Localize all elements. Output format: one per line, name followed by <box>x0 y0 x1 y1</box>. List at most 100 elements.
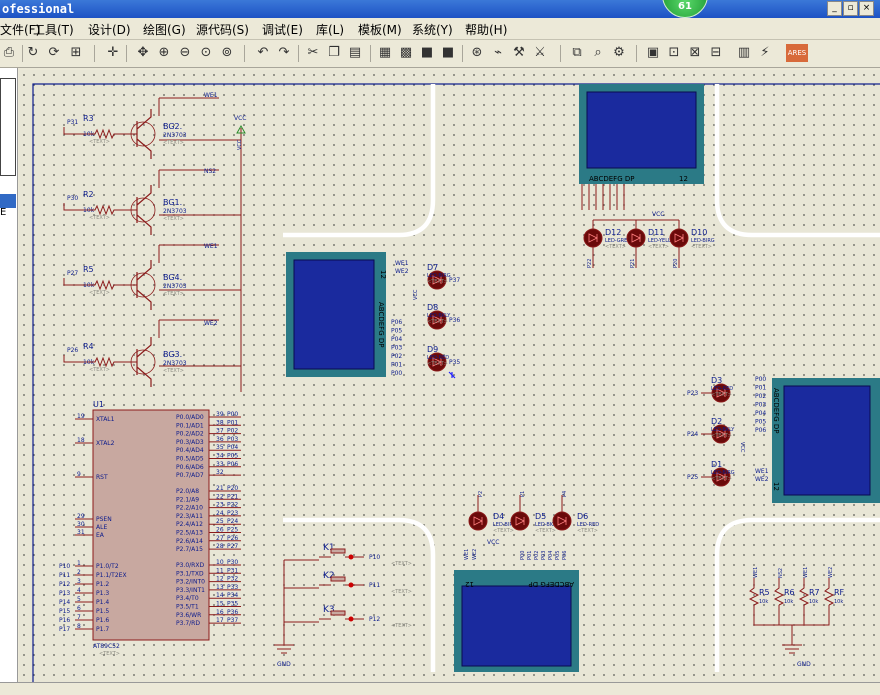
make-device-icon[interactable]: ⌁ <box>494 45 502 60</box>
net-label-P37: P37 <box>227 617 238 624</box>
mcu-pin-name: P2.0/A8 <box>176 488 199 495</box>
undo-icon[interactable]: ↶ <box>257 45 269 60</box>
search-icon[interactable]: ⌕ <box>594 45 602 60</box>
transistor-ref: BG1. <box>163 198 182 207</box>
zoom-area-icon[interactable]: ⊚ <box>221 45 233 60</box>
block-delete-icon[interactable]: ■ <box>441 45 455 60</box>
mcu-pin-num: 8 <box>77 623 81 630</box>
exit-parent-icon[interactable]: ⊟ <box>710 45 722 60</box>
pan-icon[interactable]: ✥ <box>137 45 149 60</box>
report-icon[interactable]: ▥ <box>737 45 751 60</box>
restore-button[interactable]: ▫ <box>843 1 858 16</box>
decompose-icon[interactable]: ⚔ <box>534 45 546 60</box>
net-label-P01: P01 <box>527 551 533 560</box>
new-sheet-icon[interactable]: ⊡ <box>668 45 680 60</box>
pullup-value: 10k <box>784 599 793 605</box>
menu-library[interactable]: 库(L) <box>316 23 345 37</box>
netlist-icon[interactable]: ⧉ <box>572 45 582 60</box>
refresh-icon[interactable]: ⟳ <box>48 45 60 60</box>
menu-template[interactable]: 模板(M) <box>358 23 402 37</box>
block-copy-icon[interactable]: ▦ <box>378 45 392 60</box>
led-diode-mark <box>716 429 726 439</box>
badge-counter[interactable]: 61 <box>662 0 708 18</box>
transistor-part: 2N3703 <box>163 360 187 367</box>
print-icon[interactable]: ⎙ <box>3 45 15 60</box>
led-diode-mark <box>515 516 525 526</box>
net-label-P03: P03 <box>391 345 402 352</box>
vcc-label-bottom: VCC <box>487 539 499 546</box>
origin-icon[interactable]: ✛ <box>107 45 119 60</box>
grid-icon[interactable]: ⊞ <box>70 45 82 60</box>
net-label-WE1: WE1 <box>204 243 218 250</box>
led-bottom-D6 <box>552 511 572 531</box>
left-panel: E <box>0 68 18 695</box>
net-label-P01: P01 <box>227 419 238 426</box>
transistor-outline <box>130 272 156 298</box>
led-top-D12 <box>583 228 603 248</box>
close-button[interactable]: × <box>859 1 874 16</box>
paste-icon[interactable]: ▤ <box>348 45 362 60</box>
bom-icon[interactable]: ▣ <box>646 45 660 60</box>
display-left <box>286 252 386 377</box>
device-list-selection[interactable] <box>0 194 16 208</box>
net-label-P24: P24 <box>687 431 698 438</box>
redo-icon[interactable]: ↷ <box>278 45 290 60</box>
minimize-button[interactable]: _ <box>827 1 842 16</box>
pick-device-icon[interactable]: ⊛ <box>471 45 483 60</box>
copy-icon[interactable]: ❐ <box>328 45 340 60</box>
key-contact <box>348 554 354 560</box>
zoom-out-icon[interactable]: ⊖ <box>179 45 191 60</box>
text-placeholder: <TEXT> <box>163 140 184 146</box>
net-label-P00: P00 <box>227 411 238 418</box>
mcu-pin-name: P3.4/T0 <box>176 595 199 602</box>
pullup-value: 10k <box>759 599 768 605</box>
remove-sheet-icon[interactable]: ⊠ <box>689 45 701 60</box>
text-placeholder: <TEXT> <box>648 244 669 250</box>
block-move-icon[interactable]: ▩ <box>399 45 413 60</box>
mcu-pin-num: 39 <box>216 411 224 418</box>
packaging-icon[interactable]: ⚒ <box>513 45 525 60</box>
menu-file[interactable]: 文件(F) <box>0 23 41 37</box>
transistor-part: 2N3703 <box>163 283 187 290</box>
led-type: LED-BIRG <box>711 470 735 476</box>
menu-system[interactable]: 系统(Y) <box>412 23 453 37</box>
undo-page-icon[interactable]: ↻ <box>27 45 39 60</box>
overview-window[interactable] <box>0 78 16 176</box>
device-list-item[interactable]: E <box>0 207 7 218</box>
resistor-symbol <box>89 279 137 291</box>
pullup-resistor-symbol <box>773 578 785 606</box>
menu-help[interactable]: 帮助(H) <box>465 23 508 37</box>
road-bottom-right <box>714 517 880 672</box>
key-cap <box>330 610 346 616</box>
net-label-P11: P11 <box>59 572 70 579</box>
menu-design[interactable]: 设计(D) <box>88 23 131 37</box>
pullup-resistor-symbol <box>823 578 835 606</box>
block-rotate-icon[interactable]: ■ <box>420 45 434 60</box>
menu-tools[interactable]: 工具(T) <box>33 23 74 37</box>
net-label-P05: P05 <box>555 551 561 560</box>
menu-debug[interactable]: 调试(E) <box>262 23 303 37</box>
mcu-pin-name: ALE <box>96 524 107 531</box>
led-diode-mark <box>432 357 442 367</box>
net-label-P4: P4 <box>562 491 568 497</box>
zoom-all-icon[interactable]: ⊙ <box>200 45 212 60</box>
zoom-in-icon[interactable]: ⊕ <box>158 45 170 60</box>
menu-graph[interactable]: 绘图(G) <box>143 23 186 37</box>
led-diode-mark <box>631 233 641 243</box>
led-diode-mark <box>432 275 442 285</box>
menu-source[interactable]: 源代码(S) <box>196 23 249 37</box>
cut-icon[interactable]: ✂ <box>307 45 319 60</box>
mcu-pin-name: P3.2/INT0 <box>176 579 205 586</box>
property-icon[interactable]: ⚙ <box>613 45 625 60</box>
electrical-rule-icon[interactable]: ⚡ <box>760 45 770 60</box>
mcu-pin-name: P2.7/A15 <box>176 546 203 553</box>
pullup-ref: RF <box>834 588 845 597</box>
mcu-pin-num: 11 <box>216 567 224 574</box>
led-type: LED-BIRG <box>493 522 517 528</box>
display-top-segments: ABCDEFG DP <box>589 175 634 183</box>
ares-icon[interactable]: ARES <box>786 44 808 62</box>
led-bottom-D5 <box>510 511 530 531</box>
mcu-pin-num: 19 <box>77 413 85 420</box>
net-label-NS2: NS2 <box>204 168 216 175</box>
